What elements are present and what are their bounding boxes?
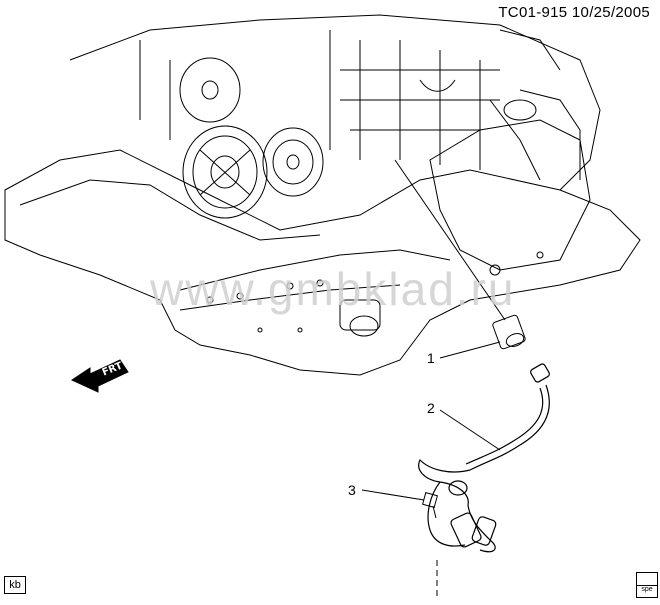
sensor-part-1: [492, 314, 526, 350]
wiring-harness-part-2: [418, 363, 550, 553]
callout-1-leader: [439, 341, 501, 359]
spec-icon: [637, 573, 657, 586]
callout-3-leader: [361, 489, 425, 501]
callout-2-label: 2: [427, 400, 435, 416]
frame-rail: [4, 149, 641, 376]
upper-pulley: [179, 57, 241, 123]
callout-1-label: 1: [427, 350, 435, 366]
callout-2-leader: [439, 409, 501, 451]
spec-tag-label: spe: [641, 586, 653, 593]
callout-3-label: 3: [348, 482, 356, 498]
bolt-part-3: [422, 492, 438, 519]
spec-tag: spe: [636, 572, 658, 598]
engine-block: [69, 14, 601, 191]
crankshaft-pulley: [182, 125, 268, 219]
kb-tag: kb: [4, 576, 26, 594]
front-arrow-icon: [70, 359, 129, 393]
watermark-text: www.gmbklad.ru: [150, 263, 516, 315]
water-pump-pulley: [262, 127, 324, 197]
mount-leader-line: [394, 159, 506, 321]
mount-bracket: [429, 99, 591, 276]
document-id: TC01-915 10/25/2005: [498, 4, 650, 21]
